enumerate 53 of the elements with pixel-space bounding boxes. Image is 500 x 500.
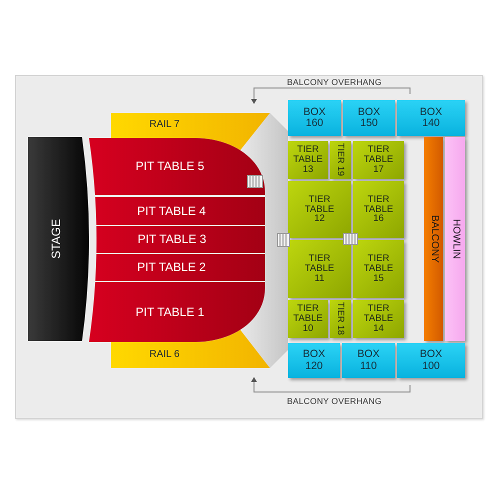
seating-section	[95, 197, 265, 225]
section-label: STAGE	[50, 219, 62, 259]
seating-section	[288, 181, 351, 238]
section-label: PIT TABLE 4	[137, 204, 206, 218]
seating-section	[397, 100, 465, 136]
section-label: BOX 100	[420, 349, 442, 372]
annotation-text: BALCONY OVERHANG	[287, 77, 382, 87]
section-label: TIER TABLE 17	[364, 145, 394, 175]
section-label: PIT TABLE 1	[136, 306, 204, 318]
seating-section	[288, 100, 341, 136]
seating-section	[95, 254, 265, 281]
section-label: TIER TABLE 10	[293, 304, 323, 334]
section-label: TIER TABLE 16	[364, 194, 394, 224]
section-label: BALCONY	[428, 215, 439, 263]
section-label: TIER 18	[336, 302, 346, 336]
seating-section	[353, 240, 404, 298]
section-label: RAIL 7	[149, 120, 180, 131]
seating-section	[353, 141, 404, 179]
seating-section	[89, 282, 265, 342]
seating-section	[342, 343, 395, 378]
section-label: TIER TABLE 13	[293, 145, 323, 175]
section-label: BOX 160	[303, 106, 326, 130]
seating-section	[288, 240, 351, 298]
section-label: TIER 19	[336, 143, 346, 176]
section-label: HOWLIN	[450, 219, 460, 259]
seating-section	[330, 141, 351, 179]
seating-section	[111, 329, 270, 368]
seating-section	[288, 300, 328, 338]
stage-platform	[28, 137, 89, 341]
section-label: BOX 140	[420, 106, 442, 130]
seating-section	[111, 113, 270, 151]
seating-section	[424, 137, 443, 341]
section-label: BOX 150	[358, 106, 380, 130]
section-label: BOX 120	[302, 349, 326, 372]
section-label: PIT TABLE 2	[137, 261, 206, 274]
section-label: PIT TABLE 5	[136, 160, 204, 173]
section-label: BOX 110	[357, 349, 380, 372]
seating-section	[397, 343, 465, 378]
section-label: RAIL 6	[149, 350, 180, 360]
section-label: TIER TABLE 12	[304, 194, 334, 224]
section-label: TIER TABLE 15	[364, 254, 394, 284]
section-label: TIER TABLE 11	[304, 254, 334, 284]
seating-section	[353, 300, 404, 338]
annotation-text: BALCONY OVERHANG	[287, 396, 382, 406]
seating-section	[96, 226, 265, 253]
seating-section	[288, 141, 328, 179]
seating-section	[343, 100, 395, 136]
seating-section	[330, 300, 351, 338]
seating-section	[288, 343, 340, 378]
section-label: TIER TABLE 14	[364, 304, 394, 334]
seating-section	[445, 137, 465, 341]
section-label: PIT TABLE 3	[138, 233, 206, 246]
seating-section	[353, 181, 404, 238]
